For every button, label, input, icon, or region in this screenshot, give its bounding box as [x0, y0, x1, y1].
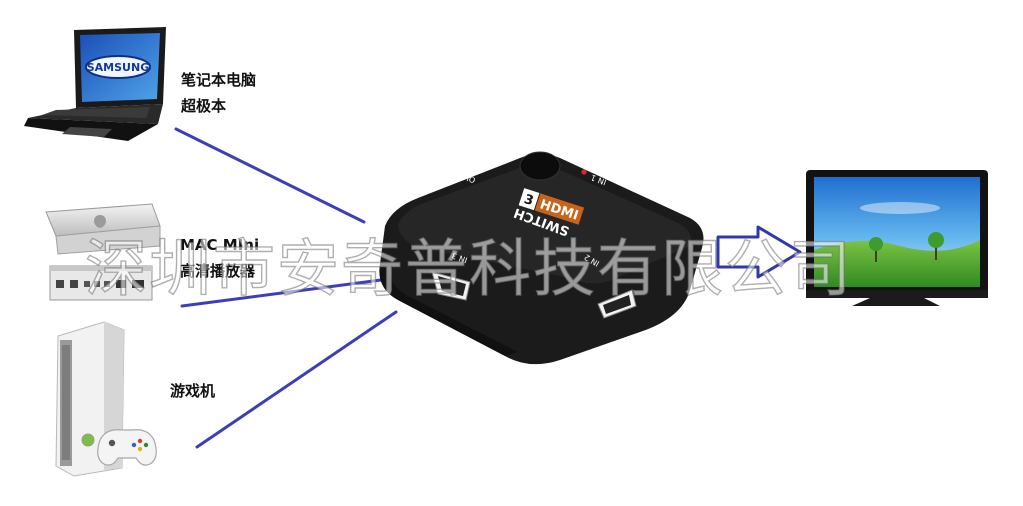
console-label: 游戏机	[170, 378, 215, 404]
connector-line-laptop	[174, 127, 366, 224]
output-arrow-icon	[716, 225, 802, 279]
switch-number: 3	[522, 192, 535, 209]
select-label: SELECT	[567, 144, 598, 164]
connector-lines	[174, 127, 398, 449]
connector-line-mac-mini	[180, 278, 383, 308]
mac-mini-icon	[45, 203, 161, 301]
laptop-label-line1: 笔记本电脑	[181, 71, 257, 89]
laptop-icon: SAMSUNG	[24, 27, 166, 141]
mac-mini-label: MAC MIni 高清播放器	[180, 232, 259, 284]
hdmi-switch-icon: SELECT OUTPUT IN 1 IN 2 IN 3 3 HDMI SWIT…	[379, 144, 704, 365]
tv-icon	[806, 170, 988, 306]
laptop-label-line2: 超极本	[181, 97, 227, 115]
connector-line-console	[195, 310, 398, 449]
laptop-label: 笔记本电脑 超极本	[181, 67, 256, 119]
game-console-icon	[55, 321, 157, 477]
mac-mini-label-line2: 高清播放器	[180, 262, 256, 280]
console-label-text: 游戏机	[170, 382, 216, 400]
mac-mini-label-line1: MAC MIni	[180, 236, 260, 254]
laptop-brand-logo: SAMSUNG	[87, 61, 149, 74]
